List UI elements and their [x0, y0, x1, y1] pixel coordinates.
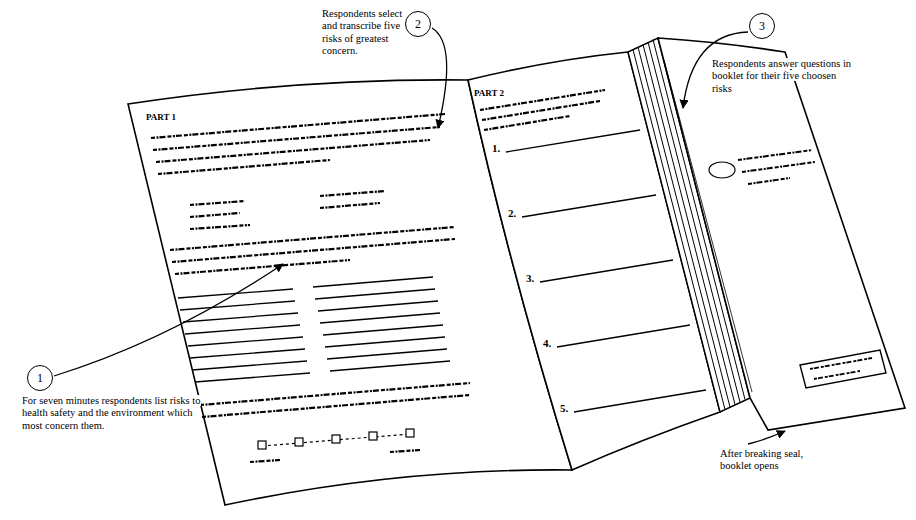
flap-shade	[664, 60, 752, 392]
callout-number: 1	[37, 372, 43, 384]
callout-circle: 1	[27, 365, 53, 391]
scribble	[158, 160, 330, 174]
rating-box	[369, 432, 377, 440]
answer-line	[574, 390, 706, 412]
scribble	[151, 114, 445, 138]
callout-text-box: Respondents select and transcribe five r…	[322, 8, 404, 58]
ruled-line	[330, 361, 450, 371]
callout-text-box: For seven minutes respondents list risks…	[22, 395, 208, 432]
flap-scribbles	[738, 150, 815, 184]
scribble	[482, 101, 600, 120]
scribble	[153, 127, 440, 150]
ruled-line	[180, 301, 295, 310]
list-number-box: 3.	[526, 272, 546, 285]
scribble	[320, 191, 385, 196]
scribble	[190, 225, 250, 229]
leader-arrow	[748, 431, 785, 444]
part-heading-box: PART 1	[146, 112, 206, 123]
callout-number: 2	[415, 18, 421, 30]
scribble	[814, 371, 860, 379]
list-number-box: 1.	[492, 142, 512, 155]
answer-line	[540, 260, 673, 282]
scribble	[320, 203, 380, 208]
answer-line	[557, 325, 690, 347]
ruled-line	[313, 277, 433, 287]
leader-arrow	[432, 28, 447, 128]
callout-circle: 3	[749, 13, 775, 39]
callout-circle: 2	[405, 11, 431, 37]
list-number: 4.	[543, 337, 551, 349]
list-number: 5.	[560, 402, 568, 414]
flap-page	[658, 38, 905, 430]
ruled-line	[315, 289, 435, 299]
rating-box	[406, 429, 414, 437]
rating-boxes	[258, 429, 414, 449]
list-number-box: 5.	[560, 402, 580, 415]
question-oval	[709, 162, 735, 178]
callout-text: Respondents select and transcribe five r…	[322, 8, 402, 56]
list-number-box: 2.	[508, 207, 528, 220]
ruled-line	[195, 373, 310, 382]
ruled-line	[192, 361, 307, 370]
answer-line	[506, 130, 640, 152]
scribble	[484, 116, 570, 130]
left-page-scribbles	[151, 114, 470, 462]
ruled-line	[323, 325, 443, 335]
scribble	[172, 239, 455, 262]
seal-scribbles	[810, 358, 872, 379]
seal	[800, 350, 886, 388]
scribble	[202, 395, 470, 417]
rating-box	[258, 441, 266, 449]
scribble	[742, 162, 815, 172]
scribble	[190, 213, 240, 217]
scribble	[738, 150, 812, 160]
ruled-line	[327, 349, 447, 359]
part-heading: PART 1	[146, 112, 176, 122]
ruled-line	[185, 325, 300, 334]
scribble	[250, 460, 280, 462]
callout-text-box: After breaking seal, booklet opens	[720, 448, 835, 473]
callout-text: For seven minutes respondents list risks…	[22, 395, 201, 431]
rating-box	[295, 438, 303, 446]
ruled-line	[318, 301, 438, 311]
ruled-line	[320, 313, 440, 323]
answer-lines	[506, 130, 706, 412]
part-heading: PART 2	[474, 88, 504, 98]
answer-line	[522, 195, 656, 217]
left-page-ruled-lines	[178, 277, 450, 382]
scribble	[810, 358, 872, 369]
scribble	[156, 140, 430, 162]
scribble	[390, 450, 420, 452]
callout-number: 3	[759, 20, 765, 32]
scribble	[170, 227, 455, 250]
list-number-box: 4.	[543, 337, 563, 350]
scribble	[175, 260, 350, 274]
ruled-line	[190, 349, 305, 358]
list-number: 3.	[526, 272, 534, 284]
scribble	[200, 383, 470, 405]
leader-arrows	[54, 28, 785, 444]
rating-scale	[262, 434, 410, 446]
callout-text-box: Respondents answer questions in booklet …	[712, 58, 852, 95]
part-heading-box: PART 2	[474, 88, 534, 99]
list-number: 1.	[492, 142, 500, 154]
callout-text: After breaking seal, booklet opens	[720, 448, 803, 471]
scribble	[748, 178, 790, 184]
scribble	[190, 201, 245, 205]
leader-arrow	[54, 264, 283, 376]
callout-text: Respondents answer questions in booklet …	[712, 58, 851, 94]
ruled-line	[325, 337, 445, 347]
ruled-line	[188, 337, 303, 346]
rating-box	[332, 435, 340, 443]
list-number: 2.	[508, 207, 516, 219]
